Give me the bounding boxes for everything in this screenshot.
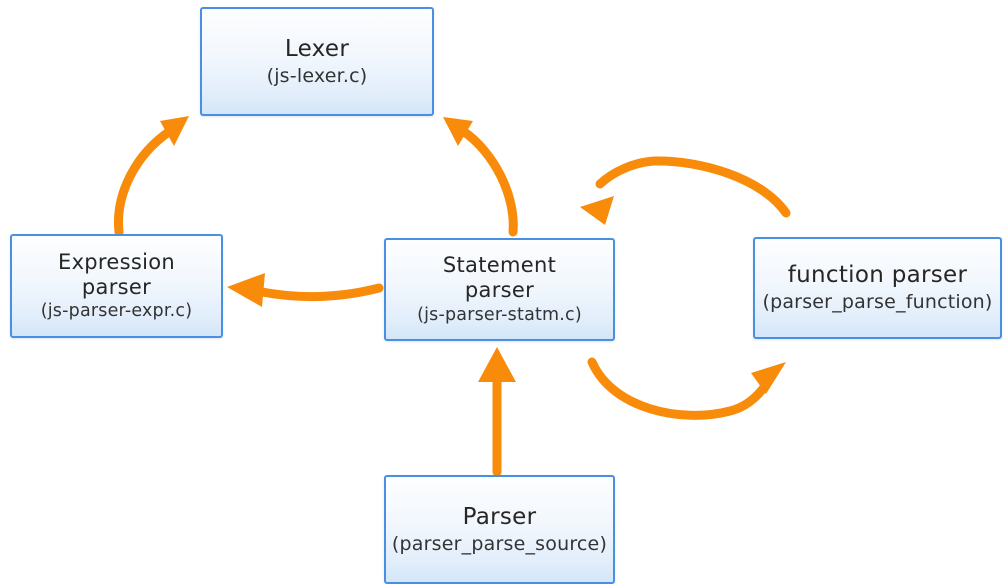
edge-expression-to-lexer	[114, 116, 189, 237]
node-lexer-title: Lexer	[284, 35, 350, 62]
node-statement-parser-subtitle: (js-parser-statm.c)	[417, 304, 582, 325]
edge-function-to-statement	[580, 156, 791, 225]
node-statement-parser[interactable]: Statement parser (js-parser-statm.c)	[384, 238, 615, 341]
node-lexer-subtitle: (js-lexer.c)	[266, 64, 368, 87]
node-parser-title: Parser	[462, 503, 537, 530]
node-statement-parser-title-line2: parser	[464, 278, 535, 303]
node-expression-parser[interactable]: Expression parser (js-parser-expr.c)	[10, 234, 223, 338]
edge-statement-to-lexer	[443, 117, 518, 237]
node-expression-parser-subtitle: (js-parser-expr.c)	[40, 301, 193, 322]
node-parser[interactable]: Parser (parser_parse_source)	[384, 475, 615, 584]
node-parser-subtitle: (parser_parse_source)	[391, 532, 608, 555]
node-function-parser-title: function parser	[787, 262, 968, 289]
node-lexer[interactable]: Lexer (js-lexer.c)	[200, 7, 434, 116]
node-statement-parser-title-line1: Statement	[442, 253, 557, 278]
edge-statement-to-expression	[227, 273, 384, 307]
node-expression-parser-title-line1: Expression	[58, 249, 175, 274]
edge-parser-to-statement	[478, 347, 516, 477]
edge-statement-to-function	[587, 357, 786, 420]
node-expression-parser-title-line2: parser	[81, 274, 152, 299]
node-function-parser[interactable]: function parser (parser_parse_function)	[753, 237, 1002, 339]
node-function-parser-subtitle: (parser_parse_function)	[762, 291, 993, 314]
